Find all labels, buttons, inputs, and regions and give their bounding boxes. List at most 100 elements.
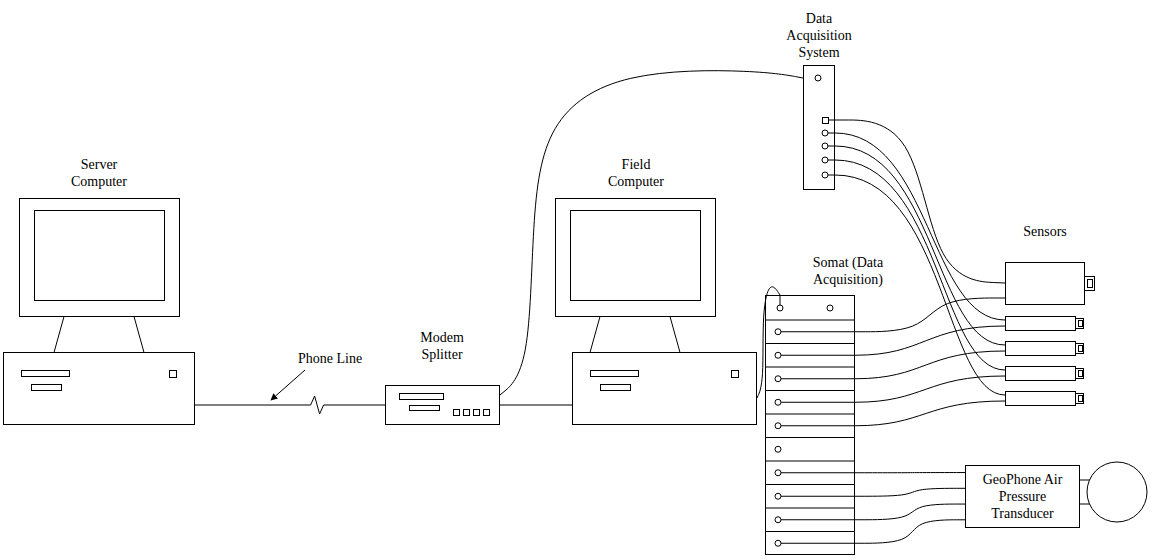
sensor-tip [1079, 321, 1083, 327]
slot-divider [765, 390, 855, 391]
wire [835, 146, 1005, 345]
sensor-tip [1079, 396, 1083, 402]
sensor-case [1006, 263, 1085, 305]
port [827, 305, 833, 311]
slot-divider [765, 437, 855, 438]
node-label: Data Acquisition System [777, 10, 861, 61]
connector-wire [855, 298, 1005, 332]
wire [835, 133, 1005, 320]
geophone-sensor [1080, 462, 1147, 522]
slot-divider [765, 367, 855, 368]
power-button [732, 371, 739, 378]
leader-arrow [271, 370, 305, 400]
transducer-box: GeoPhone Air Pressure Transducer [965, 465, 1080, 528]
indicator-light [474, 410, 480, 416]
port-stub [778, 425, 855, 426]
line-label: Phone Line [296, 350, 364, 367]
port-stub [828, 146, 835, 147]
slot-divider [765, 531, 855, 532]
port [775, 423, 781, 429]
wire [855, 326, 1005, 355]
front-slot [410, 406, 440, 411]
port-stub [778, 402, 855, 403]
modem-case [386, 386, 500, 425]
monitor-screen [35, 211, 165, 301]
somat-case [766, 296, 855, 555]
port-stub [828, 133, 835, 134]
port-stub [778, 331, 855, 332]
indicator-light [464, 410, 470, 416]
text-holder: GeoPhone Air Pressure Transducer [965, 465, 1080, 528]
port [822, 157, 828, 163]
port-stub [828, 160, 835, 161]
port [775, 470, 781, 476]
drive-slot [601, 385, 631, 391]
port [822, 172, 828, 178]
monitor-screen [571, 211, 701, 301]
server-computer: Server Computer [3, 198, 195, 425]
indicator-light [454, 410, 460, 416]
connector-wire [757, 287, 780, 398]
sensor-body [1006, 342, 1076, 356]
port [822, 130, 828, 136]
connector-wire [855, 488, 965, 496]
port [815, 75, 821, 81]
sensor-box: Sensors [1005, 262, 1085, 305]
data-acquisition-box: Data Acquisition System [803, 65, 835, 190]
wire [855, 351, 1005, 379]
port [777, 305, 783, 311]
slot-divider [765, 461, 855, 462]
box-outline [966, 466, 1080, 528]
sensor-body [1006, 367, 1076, 381]
port-stub [778, 543, 855, 544]
monitor-frame [20, 199, 180, 317]
sensor-tip [1076, 394, 1084, 404]
port-stub [828, 120, 835, 121]
connector-wire [855, 520, 965, 543]
slot-divider [765, 484, 855, 485]
port [775, 446, 781, 452]
front-slot [400, 394, 444, 400]
acquisition-case [804, 66, 835, 190]
node-label: Sensors [1010, 223, 1080, 240]
sensor-lens [1088, 280, 1093, 288]
connector-wire [500, 71, 803, 395]
monitor-stand [54, 317, 144, 353]
sensor-tip [1076, 344, 1084, 354]
node-outline [555, 198, 757, 425]
connector-wire [855, 472, 965, 473]
slot-divider [765, 508, 855, 509]
port-stub [828, 175, 835, 176]
sensor-tip [1076, 369, 1084, 379]
modem-splitter: Modem Splitter [385, 385, 500, 425]
slot-divider [765, 343, 855, 344]
node-label: Field Computer [600, 156, 672, 190]
drive-slot [591, 371, 639, 377]
sensor-group [1006, 317, 1084, 406]
port-stub [778, 496, 855, 497]
monitor-frame [556, 199, 716, 317]
port [775, 329, 781, 335]
port-stub [778, 472, 855, 473]
slot-divider [765, 320, 855, 321]
port-stub [778, 378, 855, 379]
port-stub [778, 355, 855, 356]
sensor-body [1006, 317, 1076, 331]
port [823, 118, 829, 124]
node-outline [765, 295, 855, 555]
node-outline [3, 198, 195, 425]
wire [1080, 480, 1090, 481]
port [822, 143, 828, 149]
drive-slot [22, 371, 70, 377]
port [775, 540, 781, 546]
sensor-tip [1079, 371, 1083, 377]
connector-wire [195, 396, 385, 414]
monitor-stand [590, 317, 680, 353]
port-stub [780, 295, 781, 305]
sensor-body [1006, 392, 1076, 406]
indicator-light [484, 410, 490, 416]
port [775, 493, 781, 499]
